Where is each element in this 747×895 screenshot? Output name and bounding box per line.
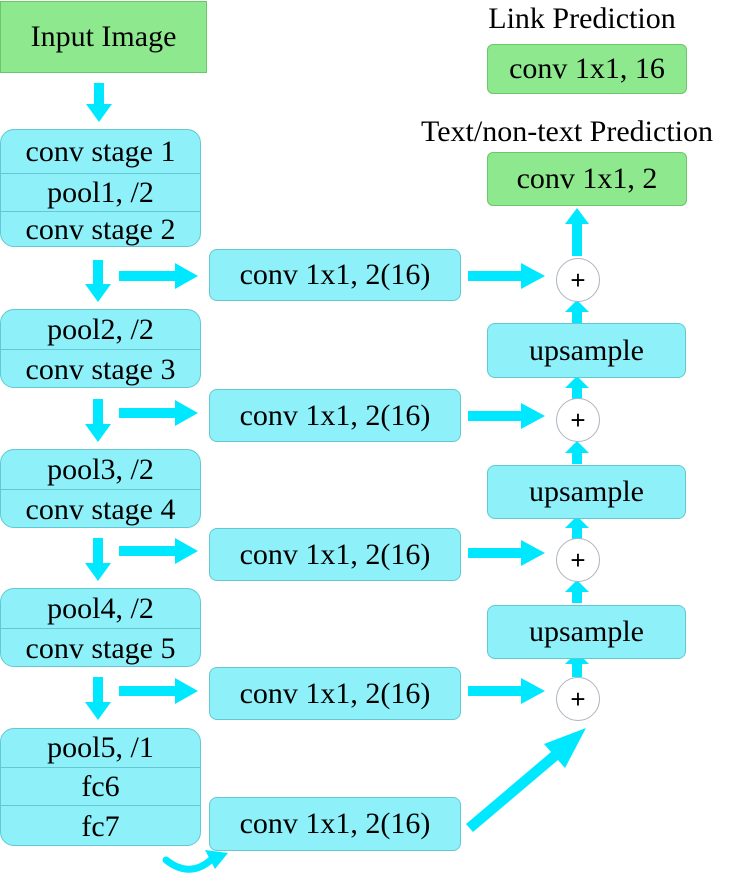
sum-node-3: + [556,538,600,582]
pool1: pool1, /2 [1,173,200,211]
pool3: pool3, /2 [47,452,154,486]
lateral-conv-1: conv 1x1, 2(16) [209,249,461,301]
upsample-1: upsample [487,323,686,378]
arrow-plus-3-to-upsample-2 [565,516,589,540]
pool4: pool4, /2 [47,591,154,625]
arrow-lateral-5-to-plus [466,728,586,832]
arrow-lateral-1-to-plus [468,263,545,289]
arrow-lateral-3-to-plus [468,540,545,566]
fc6: fc6 [1,767,200,805]
arrow-upsample-2-to-plus-2 [565,441,589,464]
backbone-block-3: pool3, /2 conv stage 4 [0,449,201,528]
arrow-to-lateral-1 [119,263,198,289]
pool5: pool5, /1 [47,731,154,764]
upsample-2: upsample [487,465,686,519]
curved-arrow-head-icon [205,850,228,869]
arrow-to-lateral-3 [119,538,198,564]
lateral-conv-3: conv 1x1, 2(16) [209,528,461,581]
arrow-plus-2-to-upsample-1 [565,376,589,399]
arrow-lateral-2-to-plus [468,403,545,429]
arrow-upsample-3-to-plus-3 [565,580,589,603]
sum-node-4: + [556,677,600,721]
curved-arrow-icon [162,855,216,873]
arrow-block4-to-block5 [85,677,111,720]
input-image-box: Input Image [0,1,207,73]
conv-stage-3: conv stage 3 [1,349,200,387]
lateral-conv-2: conv 1x1, 2(16) [209,389,461,442]
arrow-to-lateral-2 [119,400,198,426]
conv-stage-2: conv stage 2 [1,211,200,246]
backbone-block-4: pool4, /2 conv stage 5 [0,588,201,667]
lateral-conv-4: conv 1x1, 2(16) [209,667,461,720]
link-prediction-title: Link Prediction [488,2,676,35]
text-prediction-title: Text/non-text Prediction [420,115,713,148]
lateral-conv-5: conv 1x1, 2(16) [209,797,461,851]
arrow-input-to-stage1 [86,83,112,122]
fc7: fc7 [1,805,200,845]
arrow-to-lateral-4 [119,678,198,704]
link-prediction-conv: conv 1x1, 16 [487,44,687,94]
backbone-block-1: conv stage 1 pool1, /2 conv stage 2 [0,129,201,247]
arrow-block3-to-block4 [85,538,111,581]
pool2: pool2, /2 [47,312,154,346]
conv-stage-4: conv stage 4 [1,489,200,527]
text-prediction-conv: conv 1x1, 2 [487,152,687,206]
arrow-plus-1-to-head [565,208,589,256]
sum-node-2: + [556,398,600,442]
conv-stage-5: conv stage 5 [1,628,200,666]
arrow-upsample-1-to-plus-1 [565,300,589,323]
arrow-block2-to-block3 [85,399,111,442]
arrow-lateral-4-to-plus [468,678,545,704]
upsample-3: upsample [487,605,686,659]
sum-node-1: + [556,258,600,302]
arrow-block1-to-block2 [85,260,111,302]
backbone-block-5: pool5, /1 fc6 fc7 [0,728,201,846]
backbone-block-2: pool2, /2 conv stage 3 [0,309,201,388]
conv-stage-1: conv stage 1 [25,134,176,168]
